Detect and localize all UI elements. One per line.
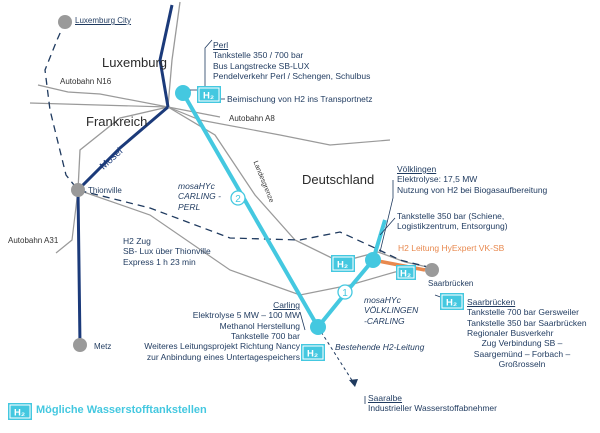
- train-line-3: Express 1 h 23 min: [123, 256, 196, 267]
- perl-line-3: Pendelverkehr Perl / Schengen, Schulbus: [213, 71, 371, 82]
- city-label-luxembourg: Luxemburg City: [75, 16, 132, 25]
- border-lu-de: [167, 1, 181, 108]
- legend-label: Mögliche Wasserstofftankstellen: [36, 404, 207, 416]
- saarbruecken-line-2: Tankstelle 350 bar Saarbrücken: [467, 317, 587, 328]
- road-n16: [37, 84, 221, 118]
- voelklingen-station-line-2: Logistikzentrum, Entsorgung): [397, 221, 508, 232]
- city-label-thionville: Thionville: [88, 186, 122, 195]
- voelklingen-node: [365, 252, 381, 268]
- country-germany: Deutschland: [302, 172, 375, 187]
- saarbruecken-line-1: Tankstelle 700 bar Gersweiler: [467, 307, 579, 318]
- train-line-1: H2 Zug: [123, 236, 151, 246]
- h2-icon-saarbruecken: H₂: [440, 293, 464, 310]
- svg-text:H₂: H₂: [203, 91, 214, 102]
- voelklingen-line-1: Elektrolyse: 17,5 MW: [397, 174, 478, 185]
- mosel-river-south: [76, 105, 169, 346]
- h2-icon-legend: H₂: [8, 403, 32, 420]
- metz-dot: [73, 338, 87, 352]
- road-label-n16: Autobahn N16: [60, 77, 112, 86]
- leader-carling: [299, 311, 306, 331]
- saarbruecken-line-3: Regionaler Busverkehr: [467, 328, 554, 339]
- country-france: Frankreich: [86, 114, 148, 129]
- perl-node: [175, 85, 191, 101]
- h2-icon-voelklingen: H₂: [331, 255, 355, 272]
- hyexpert-label: H2 Leitung HyExpert VK-SB: [398, 243, 505, 253]
- thionville-dot: [71, 183, 85, 197]
- train-route: [44, 21, 433, 269]
- saaralbe-line: Industrieller Wasserstoffabnehmer: [368, 403, 497, 414]
- city-label-saarbruecken: Saarbrücken: [428, 279, 474, 288]
- pipeline-voelklingen-line-1: mosaHYc: [364, 295, 401, 305]
- marker-1-label: 1: [342, 288, 348, 299]
- carling-title: Carling: [273, 300, 300, 310]
- carling-line-4: Weiteres Leitungsprojekt Richtung Nancy: [144, 341, 300, 352]
- leader-perl-2: [204, 39, 213, 90]
- carling-line-1: Elektrolyse 5 MW – 100 MW: [192, 310, 300, 321]
- voelklingen-info: Völklingen Elektrolyse: 17,5 MW Nutzung …: [397, 164, 547, 195]
- mosel-river: [158, 4, 174, 108]
- marker-2-label: 2: [235, 194, 241, 205]
- leader-voelklingen-tank: [379, 217, 396, 236]
- saarbruecken-title: Saarbrücken: [467, 297, 516, 307]
- perl-info: Perl Tankstelle 350 / 700 bar Bus Langst…: [213, 40, 370, 81]
- country-luxembourg: Luxemburg: [102, 55, 168, 70]
- pipeline-perl-carling: [181, 92, 320, 328]
- saarbruecken-line-4: Zug Verbindung SB –: [481, 338, 563, 349]
- voelklingen-station-line-1: Tankstelle 350 bar (Schiene,: [397, 211, 505, 221]
- road-a8: [167, 106, 391, 146]
- pipeline-perl-line-2: CARLING -: [178, 191, 221, 202]
- perl-title: Perl: [213, 40, 229, 50]
- luxembourg-city-dot: [58, 15, 72, 29]
- h2-icon-perl: H₂: [197, 86, 221, 103]
- pipeline-label-voelklingen: mosaHYc VÖLKLINGEN -CARLING: [364, 295, 418, 326]
- perl-line-2: Bus Langstrecke SB-LUX: [213, 60, 310, 71]
- saarbruecken-dot: [425, 263, 439, 277]
- leader-voelklingen: [379, 180, 394, 253]
- pipeline-voelklingen-line-3: -CARLING: [364, 315, 405, 326]
- svg-text:H₂: H₂: [337, 260, 348, 271]
- svg-text:H₂: H₂: [400, 269, 411, 280]
- perl-line-1: Tankstelle 350 / 700 bar: [213, 50, 304, 61]
- saarbruecken-info: Saarbrücken Tankstelle 700 bar Gersweile…: [467, 297, 587, 370]
- svg-text:H₂: H₂: [446, 298, 457, 309]
- carling-line-5: zur Anbindung eines Untertagespeichers: [146, 351, 300, 362]
- pipeline-perl-line-3: PERL: [178, 201, 201, 212]
- pipeline-label-perl: mosaHYc CARLING - PERL: [178, 181, 221, 212]
- border-de-fr: [167, 106, 433, 269]
- road-a31: [55, 189, 79, 254]
- carling-node: [310, 319, 326, 335]
- marker-1: [337, 284, 353, 300]
- saaralbe-info: Saaralbe Industrieller Wasserstoffabnehm…: [368, 393, 497, 414]
- perl-blend: Beimischung von H2 ins Transportnetz: [227, 94, 373, 104]
- saaralbe-title: Saaralbe: [368, 393, 403, 403]
- train-info: H2 Zug SB- Lux über Thionville Express 1…: [123, 236, 211, 267]
- pipeline-perl-line-1: mosaHYc: [178, 181, 215, 191]
- carling-info: Carling Elektrolyse 5 MW – 100 MW Methan…: [120, 300, 300, 362]
- road-label-a31: Autobahn A31: [8, 236, 59, 245]
- pipeline-voelklingen-line-2: VÖLKLINGEN: [364, 305, 419, 316]
- carling-line-2: Methanol Herstellung: [219, 320, 300, 331]
- marker-2: [230, 190, 246, 206]
- city-label-metz: Metz: [94, 342, 112, 351]
- saarbruecken-line-6: Großrosseln: [498, 359, 546, 370]
- saarbruecken-line-5: Saargemünd – Forbach –: [473, 348, 571, 359]
- voelklingen-line-2: Nutzung von H2 bei Biogasaufbereitung: [397, 184, 548, 195]
- h2-icon-carling: H₂: [301, 344, 325, 361]
- road-label-a8: Autobahn A8: [229, 114, 275, 123]
- train-line-2: SB- Lux über Thionville: [123, 246, 211, 257]
- pipeline-voelklingen-carling: [316, 219, 387, 329]
- border-lu-south: [29, 102, 169, 108]
- h2-icon-hyexpert: H₂: [396, 265, 416, 280]
- carling-line-3: Tankstelle 700 bar: [231, 331, 300, 342]
- border-lu-fr: [77, 106, 169, 191]
- svg-text:H₂: H₂: [307, 349, 318, 360]
- pipeline-label-existing: Bestehende H2-Leitung: [335, 342, 425, 352]
- voelklingen-title: Völklingen: [397, 164, 437, 174]
- voelklingen-station: Tankstelle 350 bar (Schiene, Logistikzen…: [397, 211, 508, 232]
- svg-text:H₂: H₂: [14, 408, 25, 419]
- arrow-head: [349, 379, 358, 387]
